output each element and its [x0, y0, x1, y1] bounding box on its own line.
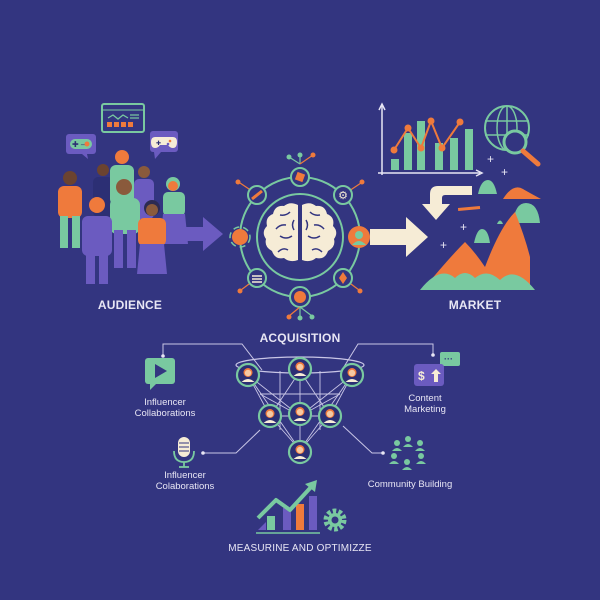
content-marketing-icon: ··· $: [414, 352, 460, 386]
svg-text:+: +: [487, 152, 494, 166]
game-controller-bubble-icon: ✚ ‒: [66, 134, 96, 159]
brain-hub: ⚙: [229, 152, 428, 321]
person-avatar-icon: [235, 362, 261, 388]
audience-group: ✚ ‒ ✚: [58, 103, 223, 284]
svg-text:✚: ✚: [156, 140, 161, 147]
channel-label-line1: Influencer: [144, 397, 186, 408]
person-avatar-icon: [317, 403, 343, 429]
gear-icon: [323, 508, 347, 532]
svg-text:+: +: [440, 238, 447, 252]
community-icon: [389, 436, 426, 470]
channel-video-label: Influencer Collaborations: [120, 397, 210, 419]
person-avatar-icon: [287, 439, 313, 465]
gear-icon: ⚙: [338, 190, 348, 202]
growth-chart-icon: [256, 480, 320, 534]
acquisition-funnel: [161, 343, 435, 465]
channel-label-line2: Colaborations: [155, 481, 215, 492]
person-avatar-icon: [287, 356, 313, 382]
people-group-icon: [58, 150, 188, 284]
market-label: MARKET: [448, 298, 502, 312]
audience-label: AUDIENCE: [97, 298, 163, 312]
bent-arrow-icon: [422, 186, 472, 220]
svg-text:···: ···: [444, 354, 453, 364]
svg-text:$: $: [418, 369, 425, 383]
acquisition-title: ACQUISITION: [259, 331, 341, 345]
channel-community-label: Community Building: [355, 479, 465, 490]
person-avatar-icon: [287, 401, 313, 427]
measure-label: MEASURINE AND OPTIMIZZE: [228, 543, 372, 554]
channel-label-line1: Content: [408, 393, 442, 404]
channel-label-line2: Collaborations: [134, 408, 196, 419]
brain-icon: [263, 203, 337, 262]
channel-podcast-label: Influencer Colaborations: [140, 470, 230, 492]
svg-text:+: +: [460, 220, 467, 234]
arrow-right-icon: [185, 217, 223, 251]
market-group: + + + +: [378, 102, 541, 290]
video-play-icon: [145, 358, 175, 390]
arrow-right-icon: [370, 217, 428, 257]
channel-label-line1: Influencer: [164, 470, 206, 481]
channel-content-label: Content Marketing: [395, 393, 455, 415]
brain-satellite-nodes: ⚙: [229, 152, 370, 321]
bar-line-chart-icon: [378, 102, 484, 177]
globe-search-icon: [484, 105, 541, 167]
svg-text:+: +: [501, 165, 508, 179]
person-avatar-icon: [339, 362, 365, 388]
dashboard-chart-icon: [101, 103, 145, 133]
person-avatar-icon: [257, 403, 283, 429]
channel-label-line2: Marketing: [404, 404, 446, 415]
gamepad-bubble-icon: ✚: [150, 131, 178, 159]
svg-text:✚ ‒: ✚ ‒: [72, 140, 86, 149]
microphone-icon: [173, 437, 195, 468]
channel-label-line1: Community Building: [367, 479, 453, 490]
